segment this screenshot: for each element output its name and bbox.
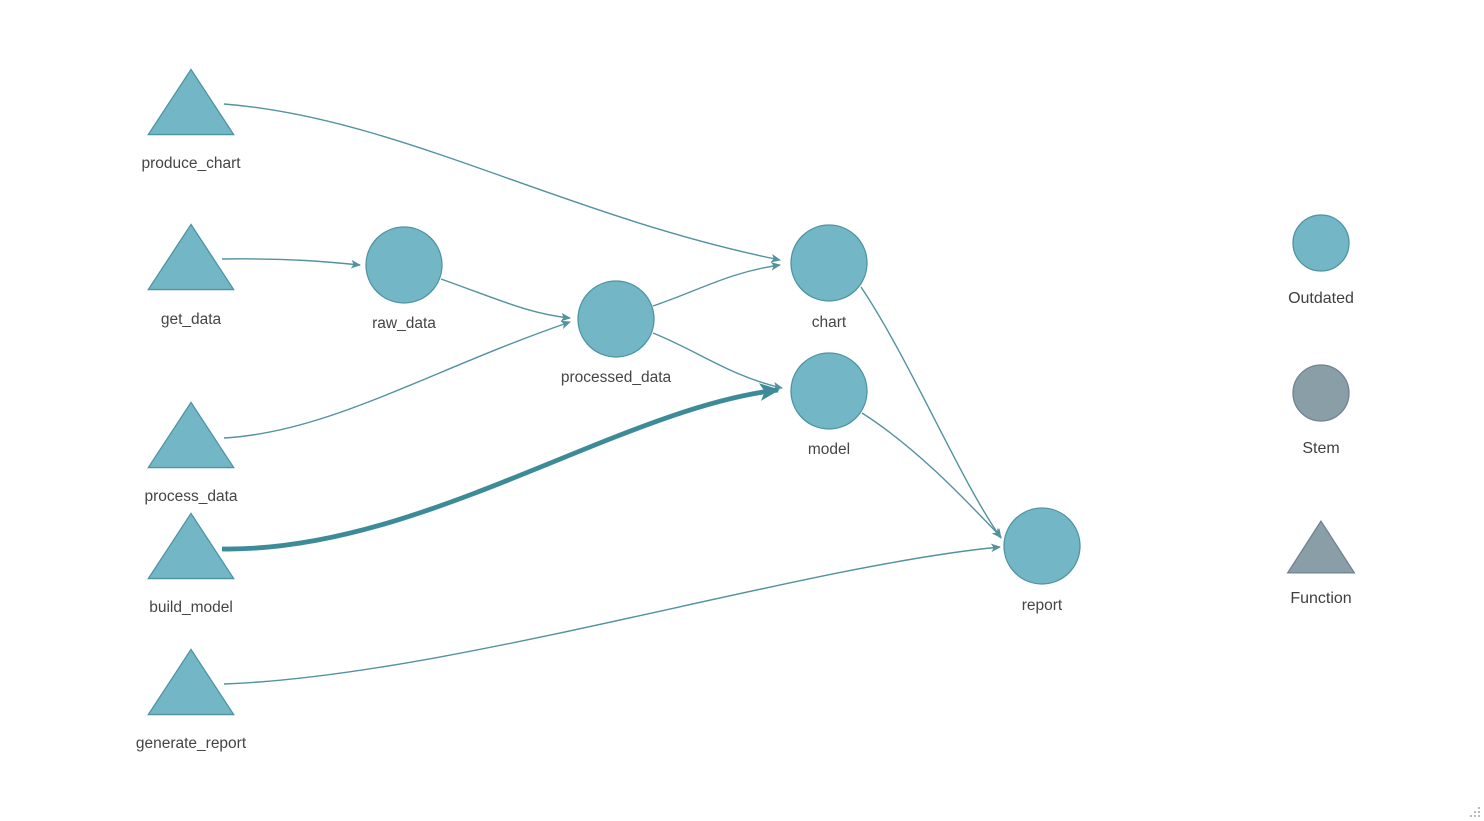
node-label-report: report xyxy=(1022,597,1063,614)
node-label-generate_report: generate_report xyxy=(136,735,247,752)
node-label-raw_data: raw_data xyxy=(372,315,436,332)
node-circle-processed_data[interactable] xyxy=(577,280,655,358)
legend-swatch-triangle-function xyxy=(1286,519,1356,574)
node-label-model: model xyxy=(808,441,850,458)
node-label-processed_data: processed_data xyxy=(561,369,672,386)
graph-edge[interactable] xyxy=(223,103,781,263)
graph-edge[interactable] xyxy=(652,332,783,391)
resize-grip-dot xyxy=(1478,811,1480,813)
node-triangle-build_model[interactable] xyxy=(147,512,235,580)
graph-nodes-layer: produce_chart get_data raw_data process_dat… xyxy=(136,68,1081,752)
legend-label-outdated: Outdated xyxy=(1288,290,1354,307)
node-label-produce_chart: produce_chart xyxy=(141,155,241,172)
legend-item-outdated[interactable]: Outdated xyxy=(1288,214,1354,307)
graph-edge[interactable] xyxy=(223,320,571,439)
graph-edges-layer xyxy=(221,103,1002,685)
node-label-process_data: process_data xyxy=(144,488,237,505)
legend-label-stem: Stem xyxy=(1302,440,1339,457)
node-label-build_model: build_model xyxy=(149,599,233,616)
graph-node-processed_data[interactable]: processed_data xyxy=(561,280,672,386)
node-circle-report[interactable] xyxy=(1003,507,1081,585)
node-label-chart: chart xyxy=(812,314,847,331)
graph-edge[interactable] xyxy=(861,412,1002,538)
graph-node-model[interactable]: model xyxy=(790,352,868,458)
legend-label-function: Function xyxy=(1290,590,1351,607)
node-triangle-generate_report[interactable] xyxy=(147,648,235,716)
graph-node-generate_report[interactable]: generate_report xyxy=(136,648,247,752)
node-triangle-process_data[interactable] xyxy=(147,401,235,469)
graph-edge[interactable] xyxy=(440,278,571,322)
node-circle-raw_data[interactable] xyxy=(365,226,443,304)
graph-node-report[interactable]: report xyxy=(1003,507,1081,614)
resize-grip-dot xyxy=(1470,815,1472,817)
graph-edge[interactable] xyxy=(223,543,1001,685)
resize-grip-dot xyxy=(1478,815,1480,817)
resize-grip-dot xyxy=(1474,815,1476,817)
graph-node-get_data[interactable]: get_data xyxy=(147,223,235,328)
node-triangle-produce_chart[interactable] xyxy=(147,68,235,136)
resize-grip[interactable] xyxy=(1469,806,1483,820)
graph-edge[interactable] xyxy=(221,383,781,552)
graph-node-chart[interactable]: chart xyxy=(790,224,868,331)
node-label-get_data: get_data xyxy=(161,311,222,328)
legend-swatch-circle-stem xyxy=(1292,364,1350,422)
resize-grip-dot xyxy=(1474,811,1476,813)
graph-node-build_model[interactable]: build_model xyxy=(147,512,235,616)
legend-swatch-circle-outdated xyxy=(1292,214,1350,272)
node-circle-model[interactable] xyxy=(790,352,868,430)
graph-node-process_data[interactable]: process_data xyxy=(144,401,238,505)
graph-node-raw_data[interactable]: raw_data xyxy=(365,226,443,332)
node-triangle-get_data[interactable] xyxy=(147,223,235,291)
legend-item-stem[interactable]: Stem xyxy=(1292,364,1350,457)
graph-edge[interactable] xyxy=(652,261,781,307)
graph-edge[interactable] xyxy=(221,258,361,269)
node-circle-chart[interactable] xyxy=(790,224,868,302)
graph-node-produce_chart[interactable]: produce_chart xyxy=(141,68,241,172)
resize-grip-dot xyxy=(1478,807,1480,809)
graph-edge[interactable] xyxy=(860,286,1002,539)
legend-item-function[interactable]: Function xyxy=(1286,519,1356,607)
